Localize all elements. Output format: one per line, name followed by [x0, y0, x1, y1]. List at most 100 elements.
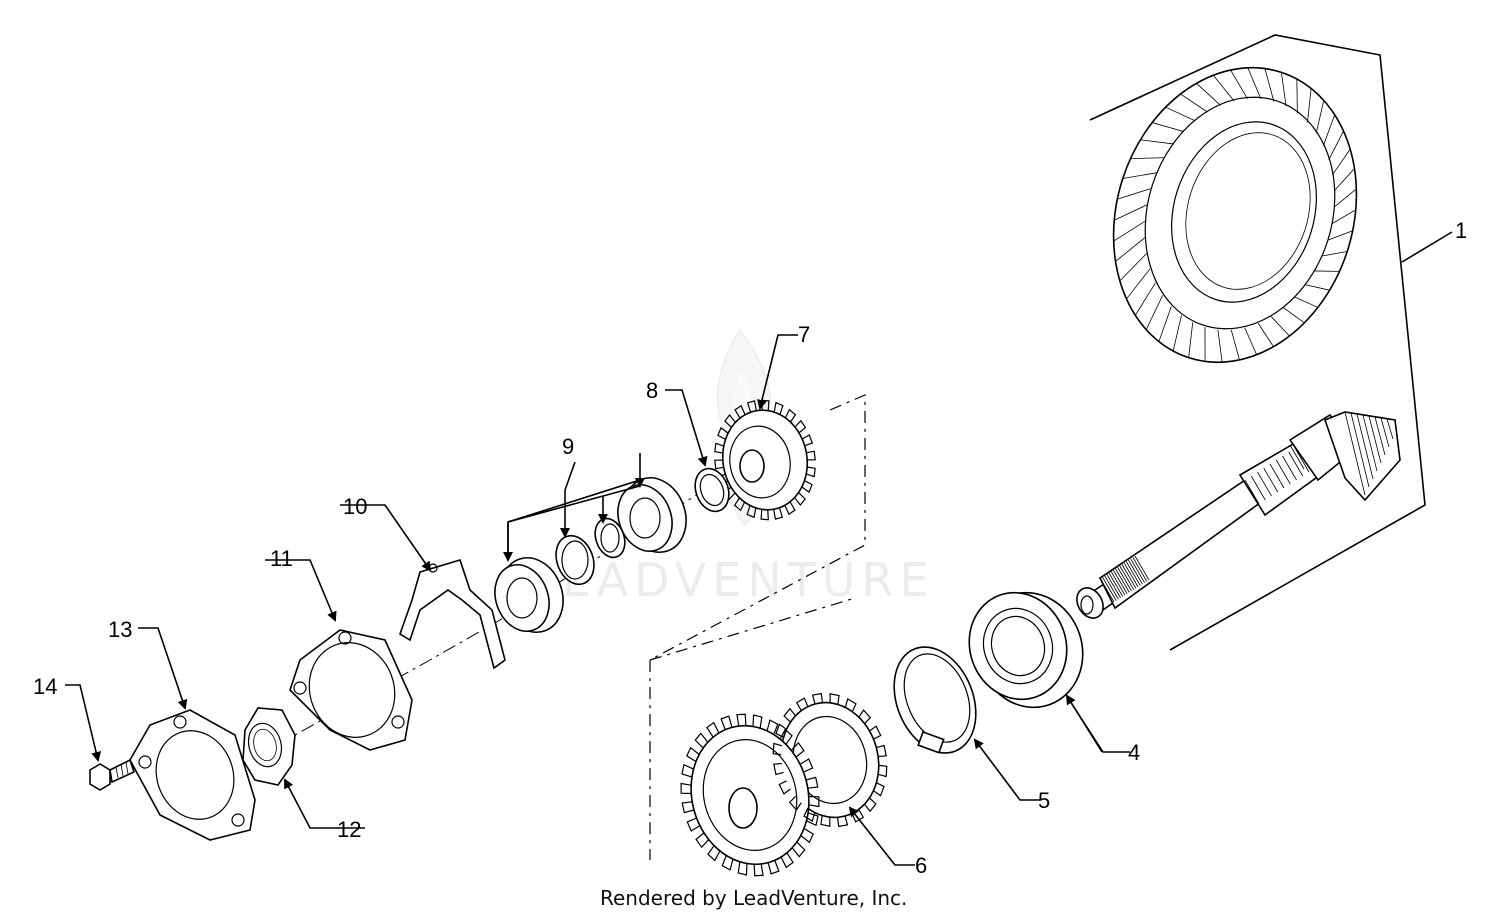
ring-gear-tooth — [1117, 188, 1152, 200]
spline-line — [1263, 467, 1279, 493]
ring-gear-tooth — [1230, 69, 1248, 99]
gear-tooth — [737, 861, 748, 876]
gear-tooth — [801, 434, 814, 447]
gear-tooth — [858, 709, 872, 725]
ring-gear-tooth — [1172, 315, 1182, 352]
ring-gear-tooth — [1296, 78, 1298, 114]
pinion-tooth — [1344, 411, 1366, 496]
ring-gear-tooth — [1204, 327, 1206, 362]
gear-tooth — [806, 812, 819, 827]
gear-tooth — [714, 459, 724, 470]
ring-gear-tooth — [1322, 114, 1336, 147]
callout-leader-6 — [848, 806, 915, 866]
callout-6: 6 — [915, 853, 927, 878]
callout-leader-5 — [973, 738, 1040, 801]
callout-leader-13 — [284, 778, 365, 829]
gear-tooth — [720, 715, 733, 731]
ring-gear-tooth — [1145, 295, 1164, 330]
callout-leader-10 — [564, 461, 576, 491]
ring-gear-tooth — [1331, 209, 1356, 225]
ring-gear-tooth — [1264, 68, 1275, 102]
ring-gear-tooth — [1333, 168, 1355, 192]
gear-tooth — [805, 776, 819, 789]
gear-tooth — [733, 497, 746, 512]
callout-leader-9 — [265, 559, 337, 622]
gear-tooth — [811, 692, 824, 705]
ring-gear-tooth — [1244, 327, 1258, 355]
spline-line — [1104, 575, 1119, 600]
ring-gear-tooth — [1314, 270, 1340, 272]
gear-tooth — [829, 693, 840, 705]
gear-tooth — [714, 442, 724, 454]
gear-tooth — [778, 780, 791, 795]
gear-tooth — [795, 697, 809, 712]
gear-tooth — [766, 719, 779, 735]
spline-line — [1128, 559, 1143, 585]
gear-tooth — [717, 426, 729, 440]
spline-line — [1101, 576, 1117, 601]
gear-tooth — [706, 721, 720, 738]
ring-gear-tooth — [1315, 100, 1325, 134]
gear-tooth — [724, 414, 736, 428]
gear-tooth — [746, 400, 757, 413]
ring-gear-tooth — [1188, 322, 1194, 358]
ring-gear-tooth — [1126, 268, 1151, 300]
ring-gear-tooth — [1115, 237, 1146, 262]
spline-line — [1294, 447, 1310, 473]
ring-gear-tooth — [1213, 75, 1235, 102]
callout-leader-7 — [757, 334, 798, 410]
spline-line — [1244, 479, 1260, 505]
ring-gear-tooth — [1294, 296, 1318, 308]
part-6-cluster-gear — [680, 692, 888, 877]
cluster-gear-teeth — [680, 692, 888, 877]
callout-5: 5 — [1038, 788, 1050, 813]
part-8-washer — [694, 467, 730, 513]
part-4-bearing — [968, 591, 1084, 709]
ring-gear-tooth — [1327, 230, 1353, 241]
spline-line — [1117, 566, 1132, 592]
callout-leader-14 — [65, 684, 101, 762]
ring-gear-tooth — [1140, 139, 1174, 145]
ring-gear-tooth — [1305, 284, 1330, 291]
gear-tooth — [773, 507, 784, 520]
ring-gear-tooth — [1134, 282, 1156, 316]
gear-tooth — [694, 732, 709, 749]
ring-gear-tooth — [1270, 316, 1290, 337]
callout-12: 13 — [108, 617, 132, 642]
callout-11: 10 — [343, 494, 367, 519]
gear-tooth — [686, 746, 700, 763]
gear-tooth — [808, 795, 820, 808]
spline-line — [1282, 455, 1297, 481]
callout-4: 4 — [1128, 740, 1140, 765]
gear-tooth — [752, 714, 763, 729]
callout-leader-1 — [1401, 231, 1453, 263]
gear-tooth — [784, 501, 796, 516]
gear-tooth — [780, 852, 794, 869]
callout-9: 11 — [270, 546, 293, 571]
gear-tooth — [872, 782, 885, 797]
callout-14: 14 — [33, 674, 57, 699]
gear-tooth — [721, 855, 734, 871]
ring-gear-tooth — [1122, 172, 1157, 179]
pinion-tooth — [1386, 418, 1394, 440]
gear-tooth — [791, 841, 806, 858]
ring-gear-tooth — [1165, 106, 1196, 122]
gear-tooth — [681, 801, 695, 814]
ring-gear-tooth — [1328, 130, 1344, 161]
ring-gear-tooth — [1130, 157, 1165, 160]
gear-tooth — [680, 782, 692, 795]
gear-tooth — [707, 845, 721, 862]
callout-1: 1 — [1455, 218, 1467, 243]
part-7-gear — [714, 399, 816, 521]
gear-tooth — [760, 509, 769, 521]
gear-tooth — [753, 863, 764, 877]
spline-line — [1257, 471, 1272, 497]
gear-tooth — [794, 419, 807, 434]
gear-tooth — [794, 492, 806, 506]
footer-credit: Rendered by LeadVenture, Inc. — [600, 886, 907, 910]
ring-gear-tooth — [1113, 220, 1146, 242]
spline-line — [1269, 463, 1285, 489]
gear-tooth — [790, 741, 805, 758]
